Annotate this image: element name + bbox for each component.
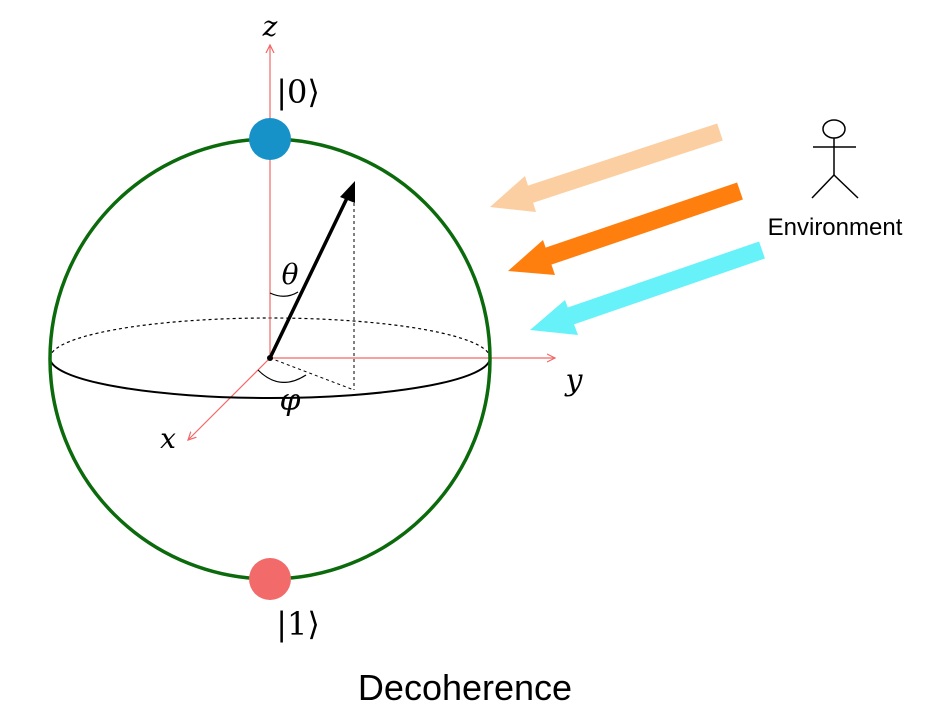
state-vector (268, 195, 350, 359)
environment-label: Environment (768, 214, 903, 241)
phi-label: φ (279, 383, 300, 418)
z-axis-label: z (262, 10, 278, 43)
stick-figure-icon (811, 119, 859, 199)
diagram-title: Decoherence (358, 667, 572, 708)
state-0-label: |0⟩ (276, 73, 320, 111)
x-axis (188, 357, 271, 440)
vector-projection-horizontal (269, 357, 355, 391)
origin-point (267, 355, 273, 361)
x-axis-label: x (160, 422, 176, 455)
state-vector-arrowhead (340, 181, 355, 203)
environment-arrow-light-orange (490, 123, 723, 212)
theta-arc (269, 291, 299, 297)
equator-front (49, 357, 491, 399)
state-1-dot (249, 558, 291, 600)
theta-label: θ (282, 258, 299, 291)
state-1-label: |1⟩ (276, 605, 320, 643)
phi-arc (257, 369, 307, 383)
environment-arrow-cyan (530, 241, 765, 335)
environment-arrow-orange (508, 182, 743, 275)
state-0-dot (249, 118, 291, 160)
y-axis-label: y (564, 363, 584, 398)
